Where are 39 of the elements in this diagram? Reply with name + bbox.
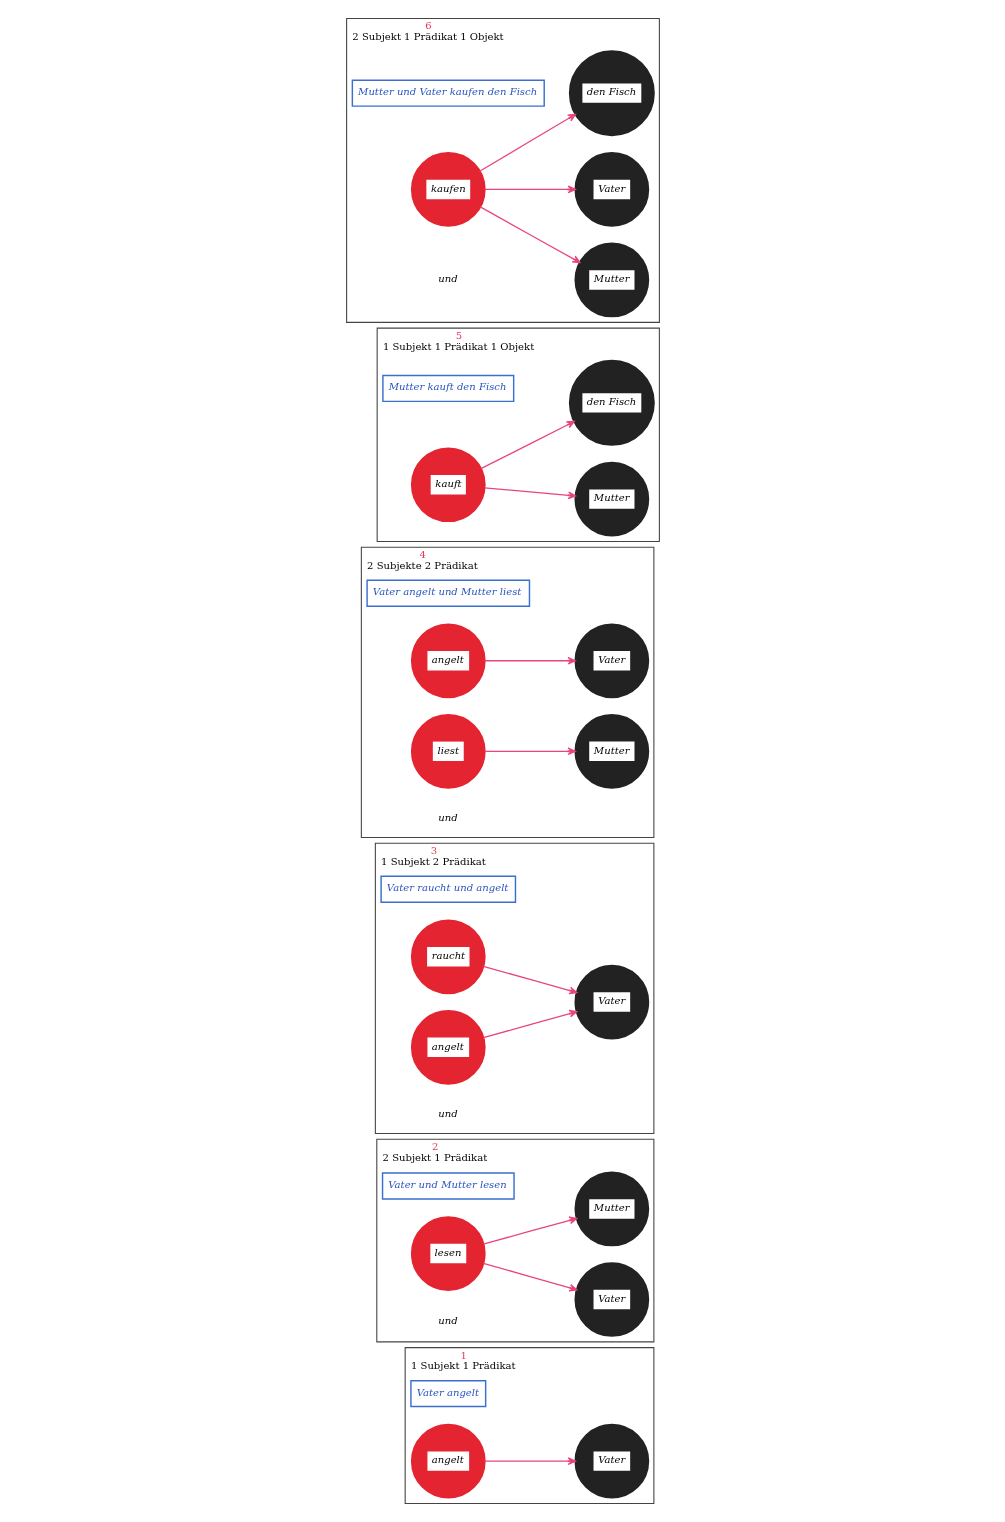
label: und bbox=[437, 811, 458, 823]
arrow bbox=[483, 656, 576, 665]
node-circle: Mutter bbox=[574, 242, 649, 318]
node-circle: Mutter bbox=[574, 713, 649, 789]
arrow bbox=[478, 113, 576, 172]
node-circle: lesen bbox=[410, 1216, 486, 1291]
label: und bbox=[437, 1314, 458, 1326]
arrow bbox=[479, 420, 575, 470]
node-circle: Vater bbox=[574, 623, 649, 699]
label: und bbox=[437, 1107, 458, 1119]
arrow bbox=[483, 1457, 576, 1466]
node-circle: angelt bbox=[410, 623, 486, 699]
node-box: Mutter kauft den Fisch bbox=[381, 374, 514, 403]
node-circle: Vater bbox=[574, 152, 649, 227]
node-circle: Vater bbox=[574, 964, 649, 1040]
node-circle: angelt bbox=[410, 1009, 486, 1085]
node-box: Mutter und Vater kaufen den Fisch bbox=[351, 79, 545, 107]
node-circle: den Fisch bbox=[568, 359, 655, 446]
node-box: Vater angelt und Mutter liest bbox=[365, 579, 530, 607]
node-box: Vater angelt bbox=[409, 1379, 486, 1408]
node-circle: kauft bbox=[410, 447, 486, 523]
node-circle: kaufen bbox=[410, 152, 486, 227]
label: und bbox=[437, 272, 458, 284]
node-circle: liest bbox=[410, 713, 486, 789]
arrow bbox=[482, 1216, 577, 1245]
node-circle: Vater bbox=[574, 1262, 649, 1337]
node-circle: angelt bbox=[410, 1423, 486, 1499]
arrow bbox=[482, 1262, 577, 1292]
node-circle: Mutter bbox=[574, 461, 649, 537]
arrow bbox=[483, 747, 576, 756]
arrow bbox=[479, 206, 581, 264]
arrow bbox=[483, 487, 576, 500]
node-circle: raucht bbox=[410, 919, 486, 995]
node-box: Vater und Mutter lesen bbox=[381, 1172, 515, 1200]
node-box: Vater raucht und angelt bbox=[379, 875, 516, 903]
arrow bbox=[482, 1009, 577, 1039]
arrow bbox=[482, 965, 577, 995]
node-circle: Vater bbox=[574, 1423, 649, 1499]
node-circle: Mutter bbox=[574, 1171, 649, 1247]
